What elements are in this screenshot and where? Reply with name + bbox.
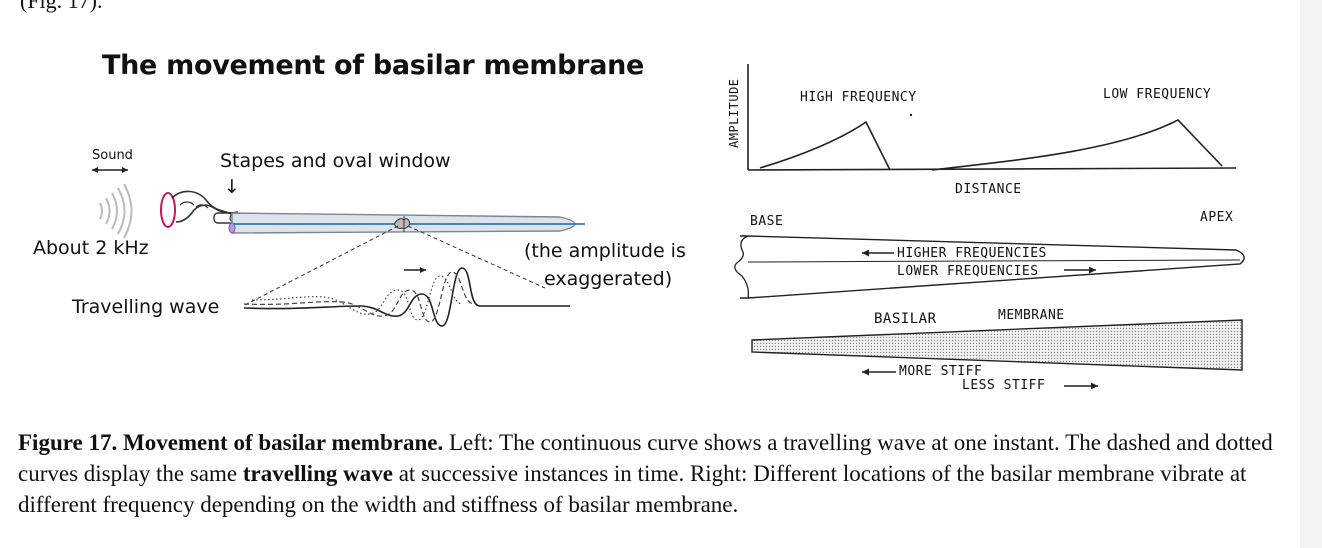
apex-label: APEX [1200, 210, 1234, 225]
caption-emphasis: travelling wave [242, 461, 393, 486]
cochlea-tube [228, 212, 585, 234]
previous-text-fragment: (Fig. 17). [20, 0, 103, 13]
base-label: BASE [750, 214, 784, 229]
amplitude-note-line1: (the amplitude is [524, 240, 686, 262]
amplitude-note-line2: exaggerated) [544, 268, 673, 290]
caption-text-1: Left: The continuous curve shows a trave… [18, 430, 1273, 486]
high-frequency-label: HIGH FREQUENCY [800, 90, 917, 105]
projection-lines [244, 225, 546, 306]
middle-ear-ossicles-icon [160, 190, 241, 228]
basilar-membrane-wedge [751, 319, 1243, 390]
membrane-label: MEMBRANE [998, 308, 1065, 323]
sound-label: Sound [92, 148, 133, 163]
higher-frequencies-label: HIGHER FREQUENCIES [897, 246, 1047, 261]
stapes-label: Stapes and oval window [220, 150, 451, 172]
less-stiff-label: LESS STIFF [962, 378, 1046, 393]
caption-lead: Figure 17. Movement of basilar membrane. [18, 430, 444, 455]
lower-frequencies-label: LOWER FREQUENCIES [897, 264, 1039, 279]
membrane-width-diagram [734, 235, 1245, 299]
travelling-wave-label: Travelling wave [72, 296, 220, 318]
sound-direction-arrow-icon [92, 167, 128, 173]
frequency-label: About 2 kHz [33, 237, 149, 259]
travelling-wave-curves [243, 267, 570, 327]
figure-caption: Figure 17. Movement of basilar membrane.… [18, 427, 1286, 520]
distance-axis-label: DISTANCE [955, 182, 1022, 197]
stapes-arrow: ↓ [224, 176, 240, 198]
page-margin-strip [1300, 0, 1322, 548]
sound-waves-icon [99, 183, 133, 239]
caption-text-2: at successive instances in time. Right: … [18, 461, 1247, 517]
amplitude-axis-label: AMPLITUDE [727, 78, 741, 148]
basilar-label: BASILAR [874, 311, 937, 327]
more-stiff-label: MORE STIFF [899, 364, 983, 379]
left-panel-title: The movement of basilar membrane [102, 50, 645, 81]
amplitude-plot [747, 64, 1237, 171]
low-frequency-label: LOW FREQUENCY [1103, 87, 1212, 102]
